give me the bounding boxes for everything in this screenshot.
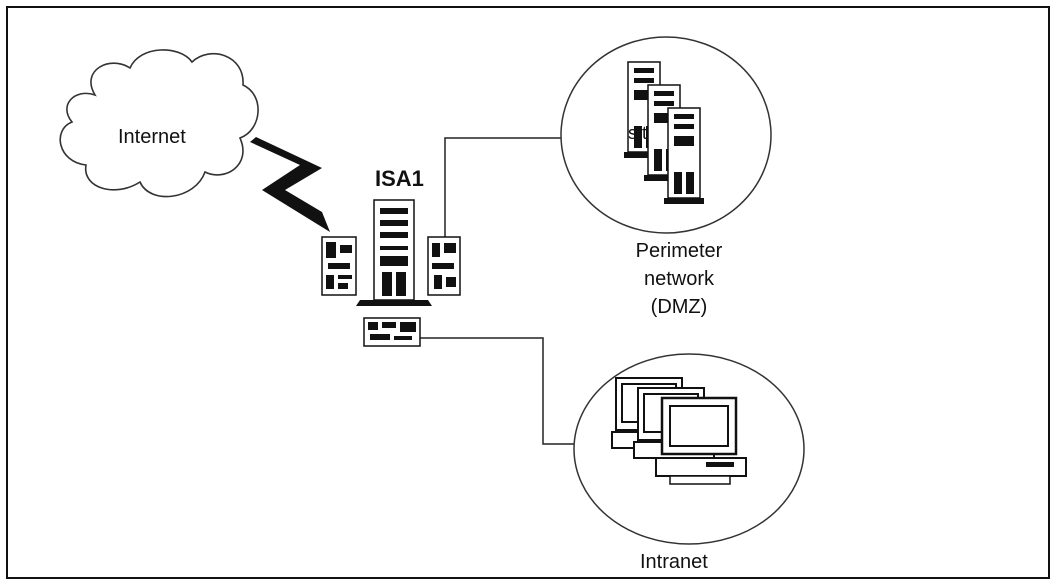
- perimeter-label-line3: (DMZ): [650, 296, 708, 318]
- tower-server-icon: [356, 199, 432, 306]
- connection-lines: [420, 137, 580, 445]
- perimeter-partial-text: s t: [628, 123, 648, 143]
- network-card-icon: [363, 317, 421, 347]
- intranet-label: Intranet: [640, 551, 708, 573]
- cloud-icon: [59, 49, 259, 198]
- perimeter-label-line2: network: [643, 268, 715, 290]
- network-card-icon: [427, 236, 461, 296]
- internet-label: Internet: [118, 126, 186, 148]
- desktop-computer-icon: [611, 377, 747, 485]
- perimeter-label-line1: Perimeter: [635, 240, 723, 262]
- network-card-icon: [321, 236, 357, 296]
- intranet-link-line: [420, 337, 580, 445]
- dmz-link-line: [444, 137, 566, 243]
- lightning-bolt-icon: [250, 137, 330, 232]
- isa-server-label: ISA1: [375, 166, 424, 191]
- server-rack-icon: [624, 61, 704, 204]
